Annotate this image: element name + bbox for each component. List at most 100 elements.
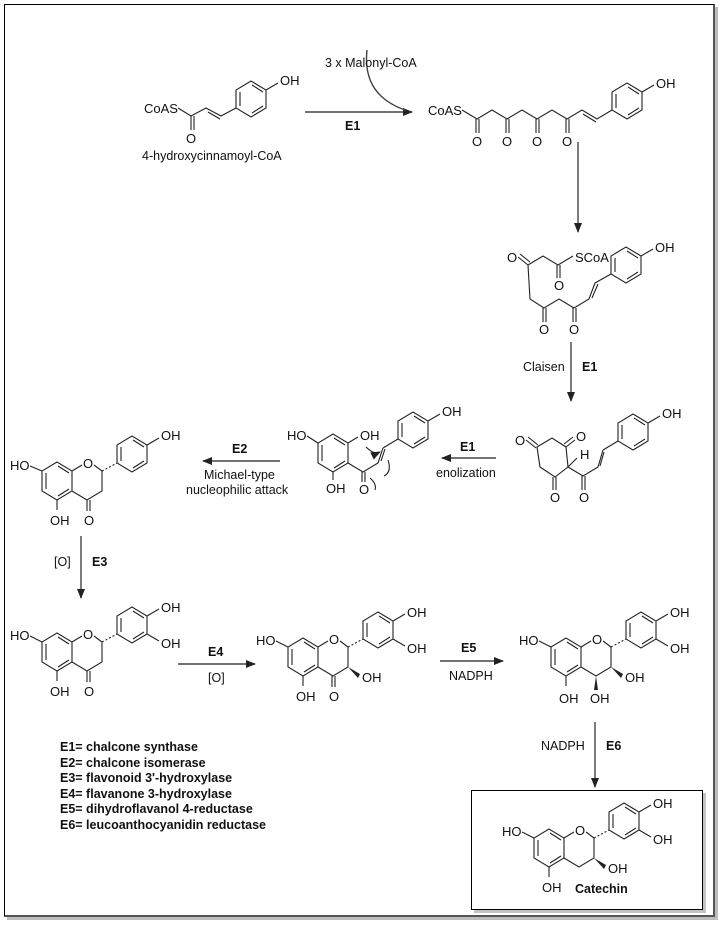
enzyme-label-e1: E1 [345, 119, 360, 133]
enzyme-label-e3: E3 [92, 555, 107, 569]
compound-eriodictyol: HO O O OH OH OH [10, 600, 181, 699]
reagent-oxidation: [O] [54, 555, 71, 569]
wedge-bond [348, 667, 360, 678]
reagent-claisen: Claisen [523, 360, 565, 374]
oh-label: OH [670, 605, 690, 620]
reagent-nadph: NADPH [541, 739, 585, 753]
oh-label: OH [590, 691, 610, 706]
enzyme-legend: E1= chalcone synthase E2= chalcone isome… [60, 740, 266, 833]
oh-label: OH [559, 691, 579, 706]
oh-label: OH [296, 689, 316, 704]
reaction-arrow-claisen: Claisen E1 [523, 342, 597, 402]
oh-label: OH [360, 428, 380, 443]
coas-label: CoAS [428, 103, 462, 118]
compound-linear-polyketide: CoAS O O O O OH [428, 76, 676, 149]
h-label: H [580, 447, 589, 462]
reaction-arrow-e3: [O] E3 [54, 536, 107, 599]
electron-arrow [365, 446, 381, 460]
compound-trione-intermediate: O O H O O OH [515, 406, 682, 505]
wedge-bond [611, 667, 623, 678]
oh-label: OH [407, 605, 427, 620]
compound-naringenin-chalcone: HO OH OH O OH [287, 404, 462, 497]
carbonyl-o: O [186, 131, 196, 146]
o-label: O [84, 684, 94, 699]
reaction-arrow-michael: E2 Michael-type nucleophilic attack [186, 442, 289, 497]
oh-label: OH [407, 641, 427, 656]
ho-label: HO [10, 458, 30, 473]
o-label: O [507, 250, 517, 265]
reagent-michael-line1: Michael-type [204, 468, 275, 482]
electron-arrow [383, 459, 390, 477]
o-label: O [554, 278, 564, 293]
compound-leucocyanidin: HO O OH OH OH OH OH [519, 605, 690, 706]
oh-label: OH [608, 861, 628, 876]
ring-o: O [83, 627, 93, 642]
legend-item-e3: E3= flavonoid 3'-hydroxylase [60, 771, 233, 785]
coas-label: CoAS [144, 101, 178, 116]
reaction-arrow-e6: NADPH E6 [541, 722, 621, 788]
reagent-malonyl: 3 x Malonyl-CoA [325, 56, 417, 70]
oh-label: OH [161, 636, 181, 651]
compound-taxifolin: HO O O OH OH OH OH [256, 605, 427, 704]
ho-label: HO [502, 824, 522, 839]
oh-label: OH [653, 796, 673, 811]
compound-name-final: Catechin [575, 882, 628, 896]
oh-label: OH [670, 641, 690, 656]
reagent-nadph: NADPH [449, 669, 493, 683]
oh-label: OH [625, 670, 645, 685]
ring-o: O [592, 632, 602, 647]
compound-catechin: HO O OH OH OH OH Catechin [502, 796, 673, 896]
o-label: O [539, 322, 549, 337]
o-label: O [472, 134, 482, 149]
scoa-label: SCoA [575, 250, 609, 265]
reagent-oxidation: [O] [208, 671, 225, 685]
catechin-highlight-box [471, 790, 703, 910]
wedge-bond [594, 676, 598, 690]
enzyme-label-e4: E4 [208, 645, 223, 659]
enzyme-label-e1: E1 [460, 440, 475, 454]
ho-label: HO [519, 633, 539, 648]
legend-item-e1: E1= chalcone synthase [60, 740, 198, 754]
reaction-arrow-e5: E5 NADPH [440, 641, 504, 683]
oh-label: OH [442, 404, 462, 419]
oh-label: OH [161, 600, 181, 615]
reagent-michael-line2: nucleophilic attack [186, 483, 289, 497]
wedge-bond [594, 858, 606, 869]
compound-name-start: 4-hydroxycinnamoyl-CoA [142, 149, 282, 163]
oh-label: OH [280, 73, 300, 88]
ho-label: HO [287, 428, 307, 443]
compound-hydroxycinnamoyl-coa: CoAS O OH 4-hydroxycinnamoyl-CoA [142, 73, 300, 163]
o-label: O [515, 433, 525, 448]
o-label: O [532, 134, 542, 149]
ring-o: O [575, 823, 585, 838]
legend-item-e6: E6= leucoanthocyanidin reductase [60, 817, 266, 832]
oh-label: OH [161, 428, 181, 443]
enzyme-label-e2: E2 [232, 442, 247, 456]
o-label: O [84, 513, 94, 528]
ring-o: O [329, 632, 339, 647]
legend-item-e4: E4= flavanone 3-hydroxylase [60, 786, 232, 801]
legend-item-e2: E2= chalcone isomerase [60, 755, 206, 770]
o-label: O [579, 490, 589, 505]
oh-label: OH [326, 481, 346, 496]
oh-label: OH [50, 684, 70, 699]
legend-item-e5: E5= dihydroflavanol 4-reductase [60, 802, 253, 816]
o-label: O [502, 134, 512, 149]
oh-label: OH [542, 880, 562, 895]
compound-naringenin: HO O O OH OH [10, 428, 181, 528]
oh-label: OH [362, 670, 382, 685]
o-label: O [329, 689, 339, 704]
enzyme-label-e6: E6 [606, 739, 621, 753]
ring-o: O [83, 456, 93, 471]
reaction-arrow-enolization: E1 enolization [436, 440, 496, 480]
oh-label: OH [653, 832, 673, 847]
o-label: O [562, 134, 572, 149]
o-label: O [359, 482, 369, 497]
oh-label: OH [655, 240, 675, 255]
oh-label: OH [50, 513, 70, 528]
figure-frame [4, 4, 715, 917]
o-label: O [569, 322, 579, 337]
compound-folded-polyketide: O O SCoA O O OH [507, 240, 675, 337]
electron-arrow [369, 477, 376, 491]
